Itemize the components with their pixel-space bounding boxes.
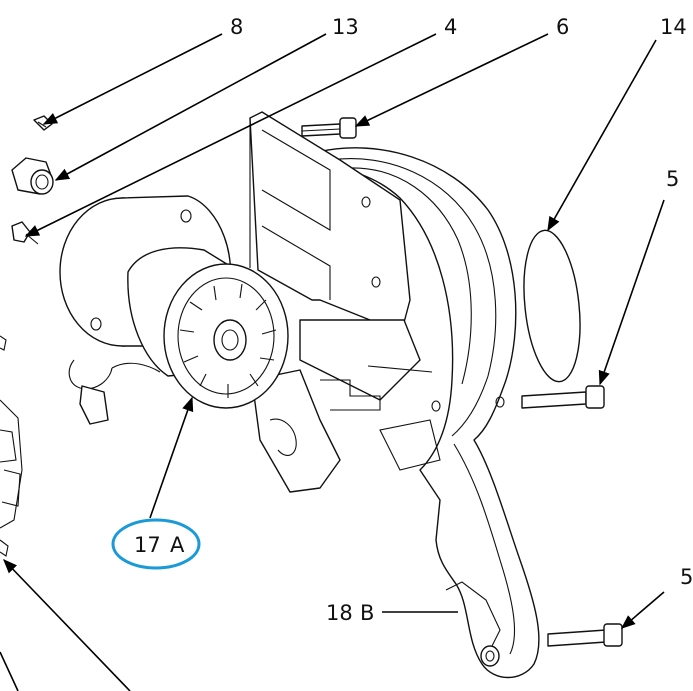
callout-5-lower: 5 bbox=[680, 565, 693, 589]
callout-17: 17 bbox=[134, 533, 161, 557]
callout-17-sub: A bbox=[170, 533, 185, 557]
left-edge-parts bbox=[0, 335, 23, 557]
part-8-clip bbox=[33, 115, 53, 131]
highlight-ring bbox=[111, 518, 201, 570]
callout-5-upper: 5 bbox=[666, 167, 679, 191]
part-4-screw bbox=[11, 221, 39, 245]
callout-14: 14 bbox=[660, 15, 687, 39]
callout-18-sub: B bbox=[360, 601, 374, 625]
leader-lines bbox=[0, 33, 665, 691]
part-5-screw-lower bbox=[547, 623, 623, 647]
callout-6: 6 bbox=[556, 15, 569, 39]
callout-18: 18 bbox=[326, 601, 353, 625]
part-6-screw bbox=[301, 117, 357, 139]
part-14-disc bbox=[523, 229, 581, 383]
part-5-screw-upper bbox=[521, 385, 605, 409]
back-bracket bbox=[249, 111, 441, 493]
part-17-motor bbox=[59, 195, 289, 425]
callout-4: 4 bbox=[444, 15, 457, 39]
callout-13: 13 bbox=[332, 15, 359, 39]
part-18-housing bbox=[317, 147, 540, 679]
part-13-hex-nut bbox=[11, 157, 54, 195]
callout-8: 8 bbox=[230, 15, 243, 39]
